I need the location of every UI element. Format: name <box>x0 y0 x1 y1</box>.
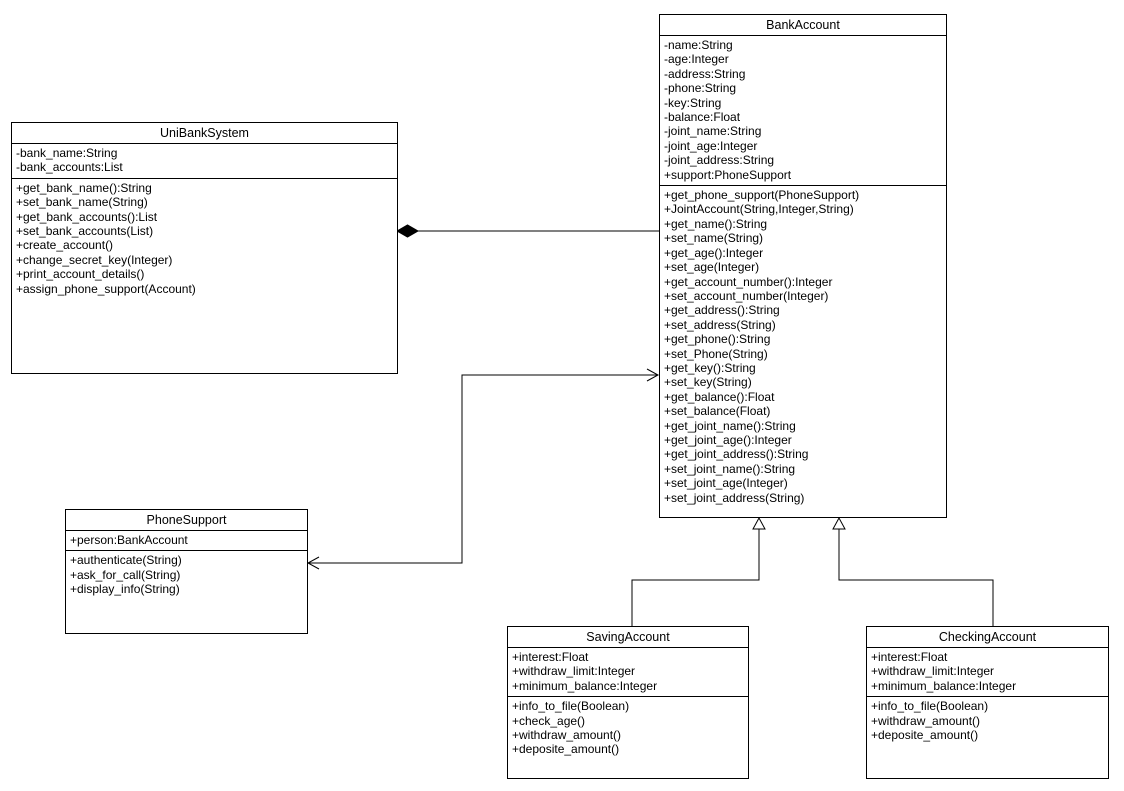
attributes-section: -name:String-age:Integer-address:String-… <box>660 36 946 187</box>
attribute: -name:String <box>664 38 733 52</box>
method: +get_address():String <box>664 303 780 318</box>
attribute: +minimum_balance:Integer <box>512 678 658 693</box>
attribute: +person:BankAccount <box>70 533 188 547</box>
attribute: +minimum_balance:Integer <box>871 678 1017 693</box>
method: +get_bank_accounts():List <box>16 209 158 224</box>
attribute: +interest:Float <box>512 650 589 664</box>
method: +deposite_amount() <box>871 728 979 743</box>
attribute: -key:String <box>664 95 722 110</box>
method: +get_bank_name():String <box>16 180 152 195</box>
method: +set_name(String) <box>664 231 764 246</box>
method: +set_age(Integer) <box>664 260 760 275</box>
methods-section: +get_phone_support(PhoneSupport)+JointAc… <box>660 186 946 508</box>
inheritance-triangle-icon <box>752 516 766 530</box>
composition-diamond-icon <box>395 224 420 238</box>
arrowhead-icon <box>306 556 320 570</box>
method: +change_secret_key(Integer) <box>16 252 173 267</box>
method: +display_info(String) <box>70 582 180 597</box>
method: +info_to_file(Boolean) <box>871 699 989 714</box>
attribute: -balance:Float <box>664 110 741 125</box>
attributes-section: +interest:Float+withdraw_limit:Integer+m… <box>508 648 748 698</box>
class-savingaccount: SavingAccount+interest:Float+withdraw_li… <box>507 626 749 779</box>
method: +assign_phone_support(Account) <box>16 281 196 296</box>
composition-link <box>395 224 659 238</box>
method: +get_joint_age():Integer <box>664 432 792 447</box>
association-link <box>306 368 660 570</box>
method: +get_account_number():Integer <box>664 274 833 289</box>
method: +get_joint_name():String <box>664 418 796 433</box>
class-name: UniBankSystem <box>12 123 397 144</box>
class-phonesupport: PhoneSupport +person:BankAccount +authenti… <box>65 509 308 634</box>
inheritance-triangle-icon <box>832 516 846 530</box>
methods-section: +info_to_file(Boolean)+check_age()+withd… <box>508 697 748 760</box>
attribute: +withdraw_limit:Integer <box>512 664 636 679</box>
method: +withdraw_amount() <box>512 728 622 743</box>
methods-section: +get_bank_name():String+set_bank_name(St… <box>12 179 397 299</box>
generalization-link-saving <box>631 516 766 627</box>
attribute: +support:PhoneSupport <box>664 167 792 182</box>
attributes-section: +interest:Float+withdraw_limit:Integer+m… <box>867 648 1108 698</box>
attribute: -phone:String <box>664 81 737 96</box>
method: +set_Phone(String) <box>664 346 768 361</box>
method: +deposite_amount() <box>512 742 620 757</box>
method: +ask_for_call(String) <box>70 567 181 582</box>
method: +get_joint_address():String <box>664 447 809 462</box>
method: +withdraw_amount() <box>871 713 981 728</box>
method: +set_joint_address(String) <box>664 490 805 505</box>
class-unibanksystem: UniBankSystem-bank_name:String-bank_acco… <box>11 122 398 374</box>
attribute: -bank_accounts:List <box>16 160 123 175</box>
class-name: CheckingAccount <box>867 627 1108 648</box>
attribute: -joint_age:Integer <box>664 138 758 153</box>
method: +get_phone():String <box>664 332 771 347</box>
method: +JointAccount(String,Integer,String) <box>664 202 854 217</box>
method: +get_phone_support(PhoneSupport) <box>664 188 860 203</box>
method: +check_age() <box>512 713 586 728</box>
attributes-section: +person:BankAccount <box>66 531 307 552</box>
method: +create_account() <box>16 238 114 253</box>
method: +set_bank_accounts(List) <box>16 224 154 239</box>
attribute: -bank_name:String <box>16 146 118 160</box>
method: +get_name():String <box>664 216 768 231</box>
method: +set_joint_age(Integer) <box>664 476 788 491</box>
attribute: -address:String <box>664 66 746 81</box>
method: +set_bank_name(String) <box>16 195 148 210</box>
class-name: SavingAccount <box>508 627 748 648</box>
class-name: BankAccount <box>660 15 946 36</box>
method: +print_account_details() <box>16 267 145 282</box>
method: +set_account_number(Integer) <box>664 288 829 303</box>
arrowhead-icon <box>646 368 660 382</box>
class-checkingaccount: CheckingAccount+interest:Float+withdraw_… <box>866 626 1109 779</box>
method: +get_age():Integer <box>664 245 764 260</box>
attribute: -age:Integer <box>664 52 729 67</box>
attribute: -joint_name:String <box>664 124 762 139</box>
generalization-link-checking <box>832 516 994 627</box>
method: +info_to_file(Boolean) <box>512 699 630 714</box>
method: +set_key(String) <box>664 375 752 390</box>
attributes-section: -bank_name:String-bank_accounts:List <box>12 144 397 179</box>
method: +set_address(String) <box>664 317 776 332</box>
class-bankaccount: BankAccount-name:String-age:Integer-addr… <box>659 14 947 518</box>
method: +get_key():String <box>664 360 756 375</box>
attribute: +withdraw_limit:Integer <box>871 664 995 679</box>
attribute: -joint_address:String <box>664 153 775 168</box>
method: +get_balance():Float <box>664 389 775 404</box>
methods-section: +info_to_file(Boolean)+withdraw_amount()… <box>867 697 1108 745</box>
class-name: PhoneSupport <box>66 510 307 531</box>
methods-section: +authenticate(String)+ask_for_call(Strin… <box>66 551 307 599</box>
method: +set_balance(Float) <box>664 404 771 419</box>
method: +set_joint_name():String <box>664 461 796 476</box>
attribute: +interest:Float <box>871 650 948 664</box>
method: +authenticate(String) <box>70 553 182 568</box>
